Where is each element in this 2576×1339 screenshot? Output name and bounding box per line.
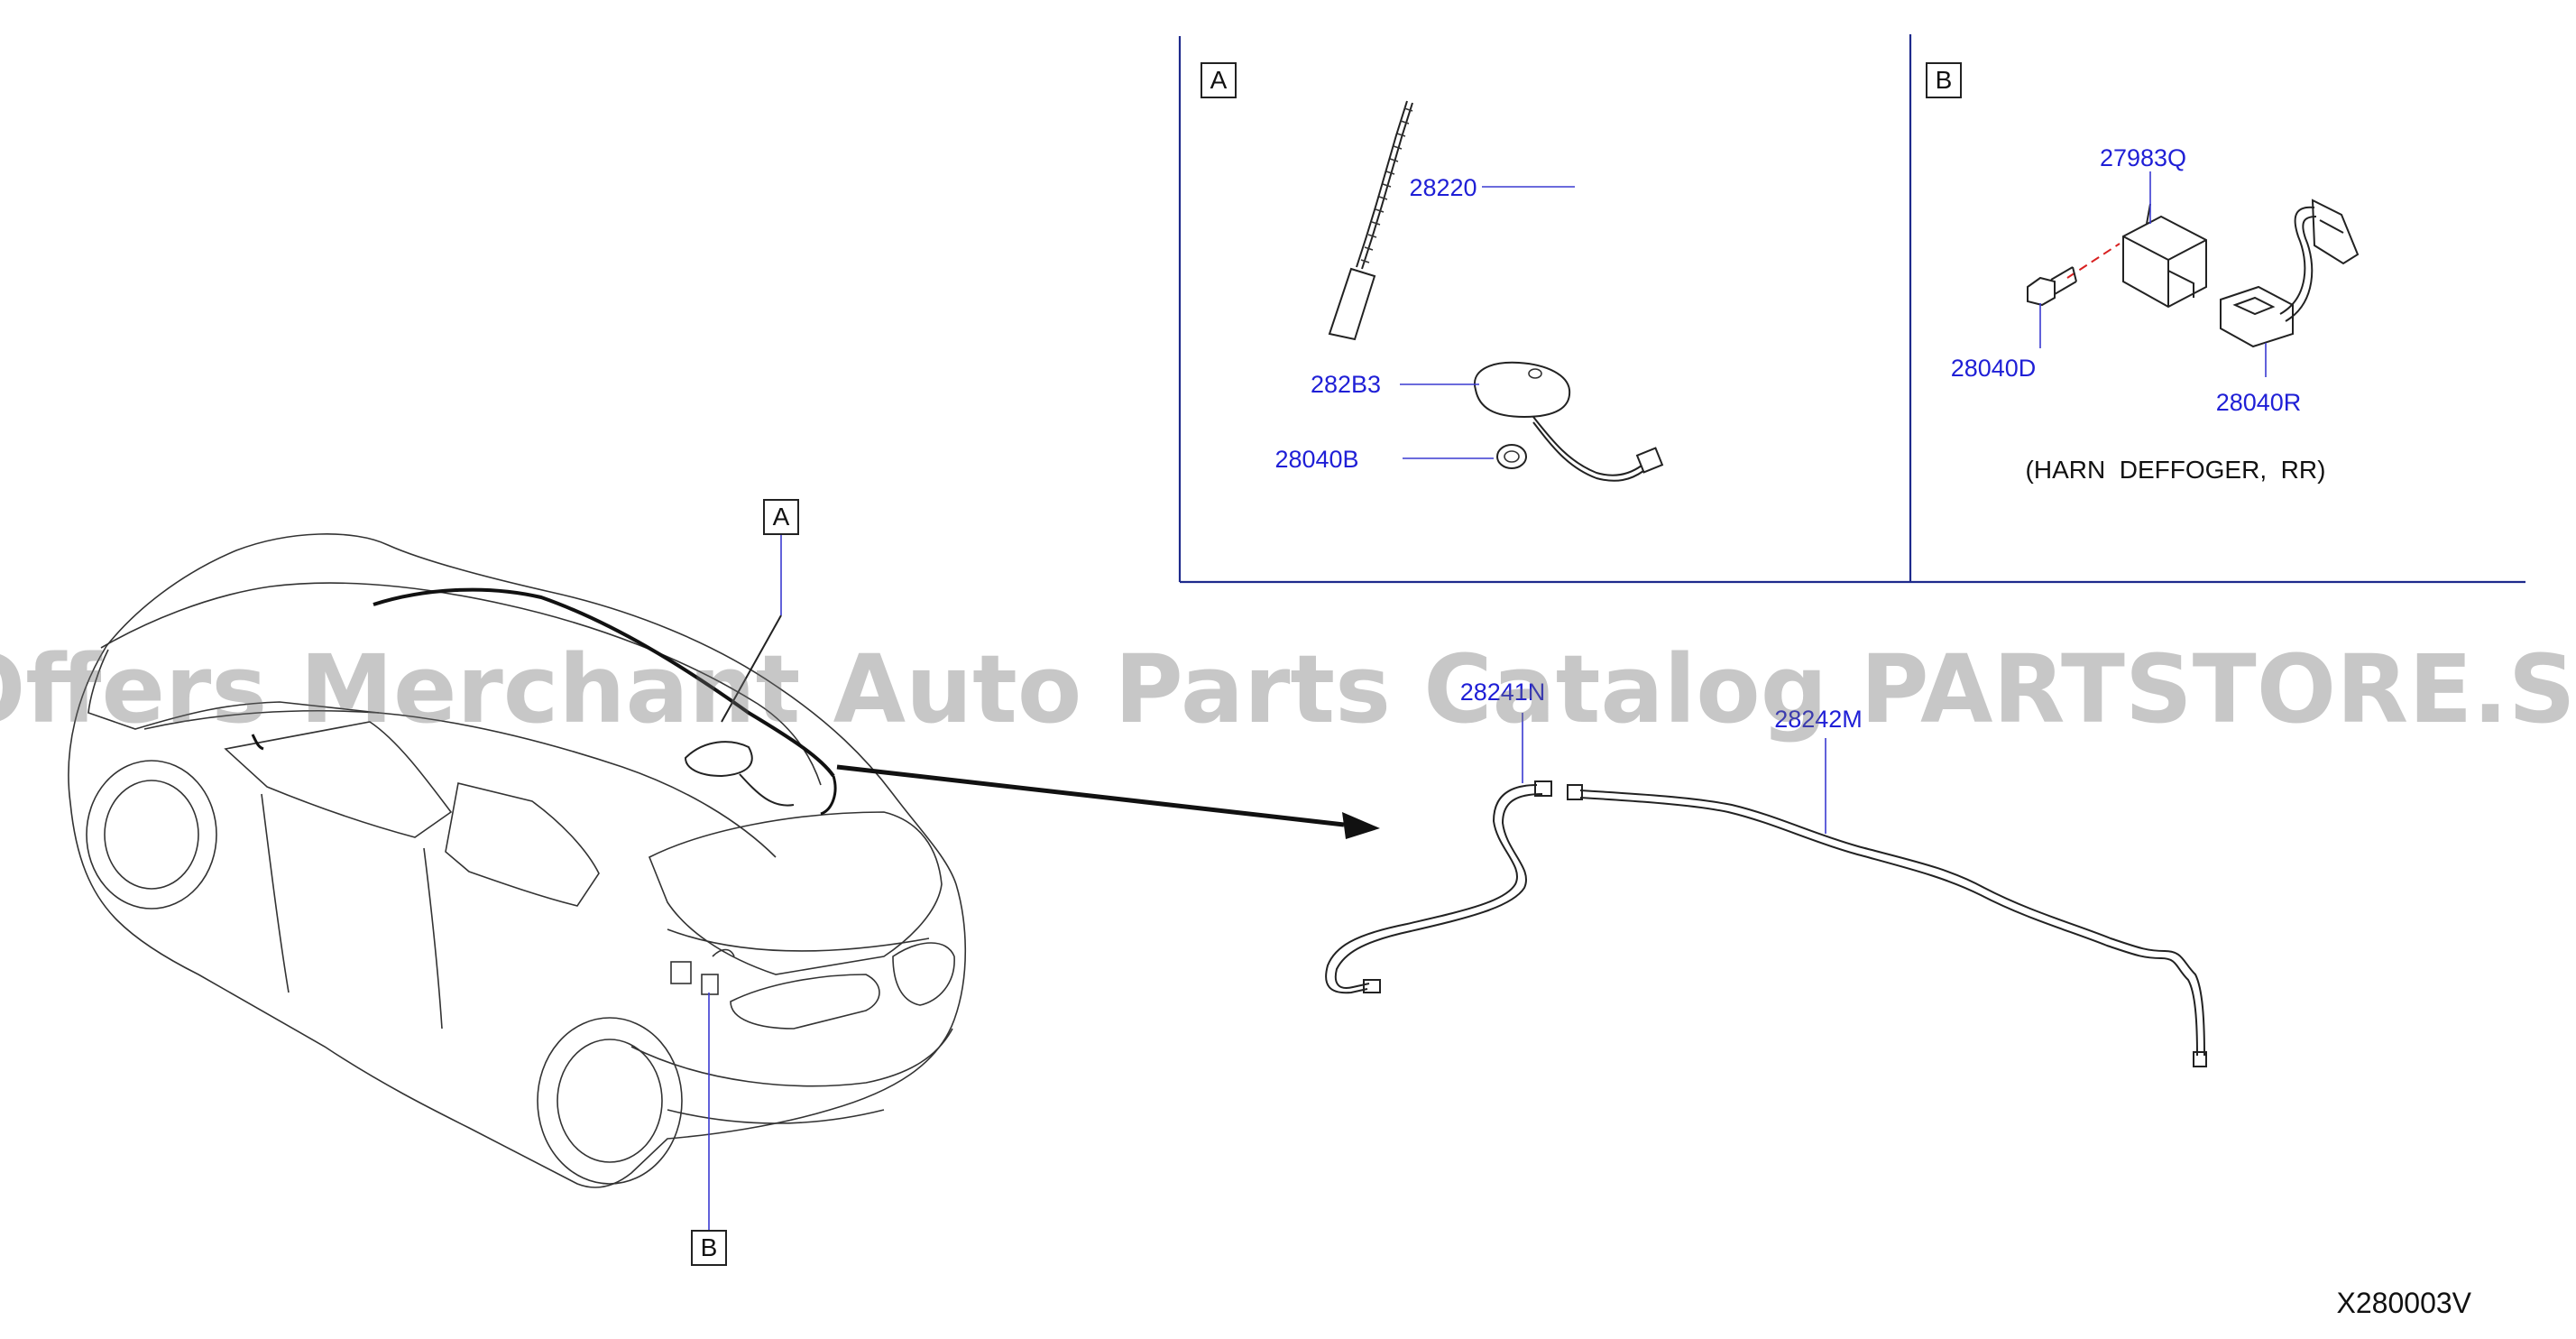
part-number-28241N: 28241N <box>1460 679 1546 706</box>
panel-a-tag-box <box>1201 62 1237 98</box>
panel-a: A 28220 282B3 28040B <box>1201 62 1664 482</box>
part-number-28040B: 28040B <box>1274 446 1358 473</box>
bolt-drawing <box>2027 243 2121 307</box>
part-number-27983Q: 27983Q <box>2100 144 2186 171</box>
part-number-282B3: 282B3 <box>1311 371 1381 398</box>
panel-b-tag-box <box>1926 62 1962 98</box>
panel-b: B 27983Q 28040D 28040R (HARN <box>1926 62 2360 484</box>
watermark: Offers Merchant Auto Parts Catalog PARTS… <box>0 634 2576 744</box>
feeder-left-drawing <box>1325 780 1552 994</box>
harness-note: (HARN DEFFOGER, RR) <box>2026 456 2326 484</box>
feeder-right-drawing <box>1567 784 2207 1067</box>
antenna-rod-drawing <box>1328 100 1413 341</box>
panel-a-tag: A <box>1210 66 1228 94</box>
drawing-code: X280003V <box>2337 1287 2472 1319</box>
part-number-28242M: 28242M <box>1774 706 1863 733</box>
deffoger-module-drawing <box>2122 203 2207 309</box>
antenna-base-drawing <box>1473 361 1664 482</box>
part-number-28040D: 28040D <box>1951 355 2037 382</box>
callout-b-label: B <box>701 1233 718 1261</box>
part-number-28040R: 28040R <box>2216 389 2302 416</box>
pointer-arrow <box>836 764 1380 839</box>
grommet-drawing <box>1496 444 1527 469</box>
callout-a-label: A <box>773 503 790 531</box>
panel-b-tag: B <box>1936 66 1953 94</box>
callout-b: B <box>691 993 727 1266</box>
part-number-28220: 28220 <box>1409 174 1477 201</box>
vehicle-drawing <box>68 533 967 1188</box>
harness-drawing <box>2220 199 2360 348</box>
callout-a: A <box>763 499 799 615</box>
panel-frames <box>1178 34 2525 584</box>
